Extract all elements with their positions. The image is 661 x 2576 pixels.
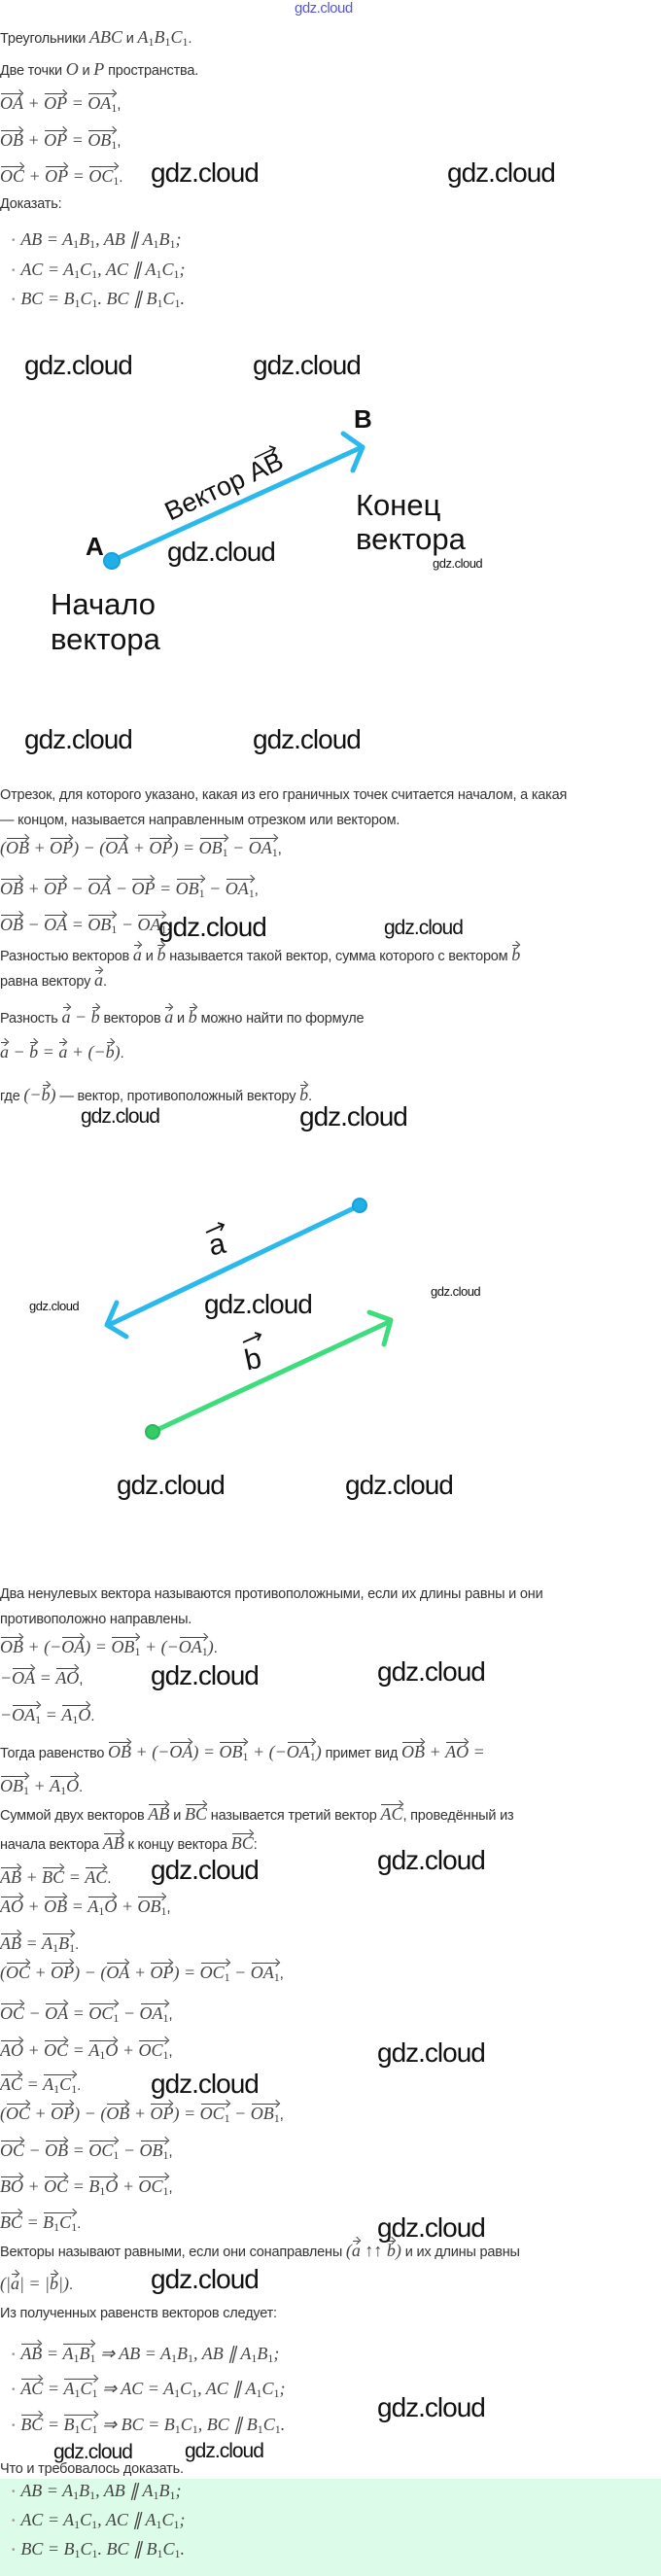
text-line: AO + OB = A1O + OB1, (0, 1897, 171, 1918)
text-line: OB + (−OA) = OB1 + (−OA1). (0, 1637, 218, 1658)
text-line: противоположно направлены. (0, 1612, 192, 1627)
text-line: −OA = AO, (0, 1668, 84, 1688)
text-line: Суммой двух векторов AB и BC называется … (0, 1804, 514, 1824)
text-line: AO + OC = A1O + OC1, (0, 2040, 173, 2062)
watermark-text: gdz.cloud (158, 912, 267, 942)
vector-ab-line (109, 445, 363, 564)
bullet-item: AB = A1B1, AB ∥ A1B1; (12, 226, 181, 254)
text-line: где (−b) — вектор, противоположный векто… (0, 1085, 312, 1104)
vector-a-line (108, 1202, 363, 1327)
watermark-text: gdz.cloud (185, 2440, 264, 2462)
text-line: BO + OC = B1O + OC1, (0, 2176, 173, 2198)
text-line: BC = B1C1. (0, 2212, 82, 2234)
text-line: (OB + OP) − (OA + OP) = OB1 − OA1, (0, 838, 282, 859)
text-line: OC − OA = OC1 − OA1, (0, 2003, 173, 2025)
text-line: Треугольники ABC и A1B1C1. (0, 27, 192, 49)
end-label-line1: Конец (356, 488, 441, 522)
vector-b-arrowhead (366, 1309, 394, 1347)
text-line: AC = A1C1. (0, 2074, 82, 2096)
vector-ab-label: Вектор AB (160, 446, 288, 526)
watermark-text: gdz.cloud (151, 1660, 260, 1690)
text-line: Разностью векторов a и b называется тако… (0, 945, 521, 964)
text-line: Что и требовалось доказать. (0, 2461, 184, 2477)
watermark-text: gdz.cloud (204, 1289, 313, 1319)
text-line: (|a| = |b|). (0, 2274, 73, 2293)
watermark-text: gdz.cloud (81, 1105, 160, 1128)
vector-ab-arrowhead (340, 431, 365, 473)
watermark-text: gdz.cloud (53, 2441, 133, 2463)
text-line: OC − OB = OC1 − OB1, (0, 2141, 173, 2162)
text-line: OB1 + A1O. (0, 1776, 83, 1797)
watermark-text: gdz.cloud (167, 537, 276, 567)
watermark-text: gdz.cloud (253, 724, 362, 754)
watermark-text: gdz.cloud (29, 1299, 80, 1313)
bullet-item: AC = A1C1 ⇒ AC = A1C1, AC ∥ A1C1; (12, 2376, 285, 2403)
watermark-text: gdz.cloud (151, 157, 260, 188)
watermark-text: gdz.cloud (117, 1470, 226, 1500)
text-line: начала вектора AB к концу вектора BC: (0, 1833, 258, 1853)
point-a-dot (103, 552, 121, 570)
text-line: AB + BC = AC. (0, 1867, 112, 1887)
watermark-text: gdz.cloud (151, 2264, 260, 2294)
bullet-item: AC = A1C1, AC ∥ A1C1; (12, 257, 185, 284)
watermark-text: gdz.cloud (24, 350, 133, 380)
vector-a-arrowhead (104, 1300, 129, 1340)
text-line: Два ненулевых вектора называются противо… (0, 1586, 543, 1602)
text-line: −OA1 = A1O. (0, 1705, 95, 1726)
start-label-line2: вектора (51, 622, 161, 656)
text-line: — концом, называется направленным отрезк… (0, 813, 400, 828)
text-line: OC + OP = OC1. (0, 166, 123, 188)
text-line: OB + OP = OB1, (0, 130, 122, 152)
text-line: Две точки O и P пространства. (0, 59, 199, 79)
watermark-text: gdz.cloud (377, 2212, 486, 2243)
point-b-label: B (354, 404, 372, 434)
watermark-text: gdz.cloud (151, 2069, 260, 2099)
bullet-item: AB = A1B1 ⇒ AB = A1B1, AB ∥ A1B1; (12, 2341, 279, 2368)
watermark-text: gdz.cloud (253, 350, 362, 380)
end-label-line2: вектора (356, 522, 467, 556)
watermark-text: gdz.cloud (433, 556, 483, 571)
text-line: Доказать: (0, 196, 62, 212)
text-line: Векторы называют равными, если они сонап… (0, 2241, 520, 2260)
text-line: OB − OA = OB1 − OA1. (0, 915, 171, 936)
text-line: (OC + OP) − (OB + OP) = OC1 − OB1, (0, 2104, 284, 2125)
vector-b-label: b (242, 1342, 264, 1377)
text-line: OA + OP = OA1, (0, 93, 122, 115)
start-label-line1: Начало (51, 587, 156, 621)
vector-b-line (150, 1319, 392, 1435)
site-watermark: gdz.cloud (295, 0, 353, 17)
figure-vector-ab: A B Вектор AB Начало вектора Конец векто… (51, 404, 467, 656)
point-a-label: A (86, 532, 104, 561)
vector-ab-label-arrow (254, 447, 276, 459)
bullet-item: BC = B1C1 ⇒ BC = B1C1, BC ∥ B1C1. (12, 2412, 285, 2439)
watermark-text: gdz.cloud (377, 2037, 486, 2068)
text-line: Из полученных равенств векторов следует: (0, 2306, 277, 2321)
bullet-item: AB = A1B1, AB ∥ A1B1; (12, 2478, 181, 2505)
text-line: a − b = a + (−b). (0, 1042, 124, 1062)
text-line: AB = A1B1. (0, 1933, 79, 1955)
watermark-text: gdz.cloud (299, 1101, 408, 1131)
text-line: OB + OP − OA − OP = OB1 − OA1, (0, 879, 259, 900)
text-line: равна вектору a. (0, 970, 107, 990)
vector-b-start-dot (145, 1424, 160, 1440)
watermark-text: gdz.cloud (24, 724, 133, 754)
watermark-text: gdz.cloud (447, 157, 556, 188)
vector-a-label: a (206, 1228, 228, 1263)
watermark-text: gdz.cloud (151, 1855, 260, 1885)
text-line: Тогда равенство OB + (−OA) = OB1 + (−OA1… (0, 1742, 485, 1763)
text-line: Разность a − b векторов a и b можно найт… (0, 1007, 365, 1027)
watermark-text: gdz.cloud (431, 1284, 481, 1299)
watermark-text: gdz.cloud (384, 917, 464, 939)
watermark-text: gdz.cloud (345, 1470, 454, 1500)
bullet-item: BC = B1C1. BC ∥ B1C1. (12, 2536, 185, 2563)
bullet-item: AC = A1C1, AC ∥ A1C1; (12, 2507, 185, 2534)
watermark-text: gdz.cloud (377, 2392, 486, 2422)
watermark-text: gdz.cloud (377, 1656, 486, 1687)
bullet-item: BC = B1C1. BC ∥ B1C1. (12, 286, 185, 313)
text-line: Отрезок, для которого указано, какая из … (0, 787, 568, 803)
figure-opposite-vectors: a b (104, 1198, 394, 1440)
watermark-text: gdz.cloud (377, 1845, 486, 1875)
text-line: (OC + OP) − (OA + OP) = OC1 − OA1, (0, 1963, 284, 1984)
vector-a-start-dot (352, 1198, 367, 1213)
